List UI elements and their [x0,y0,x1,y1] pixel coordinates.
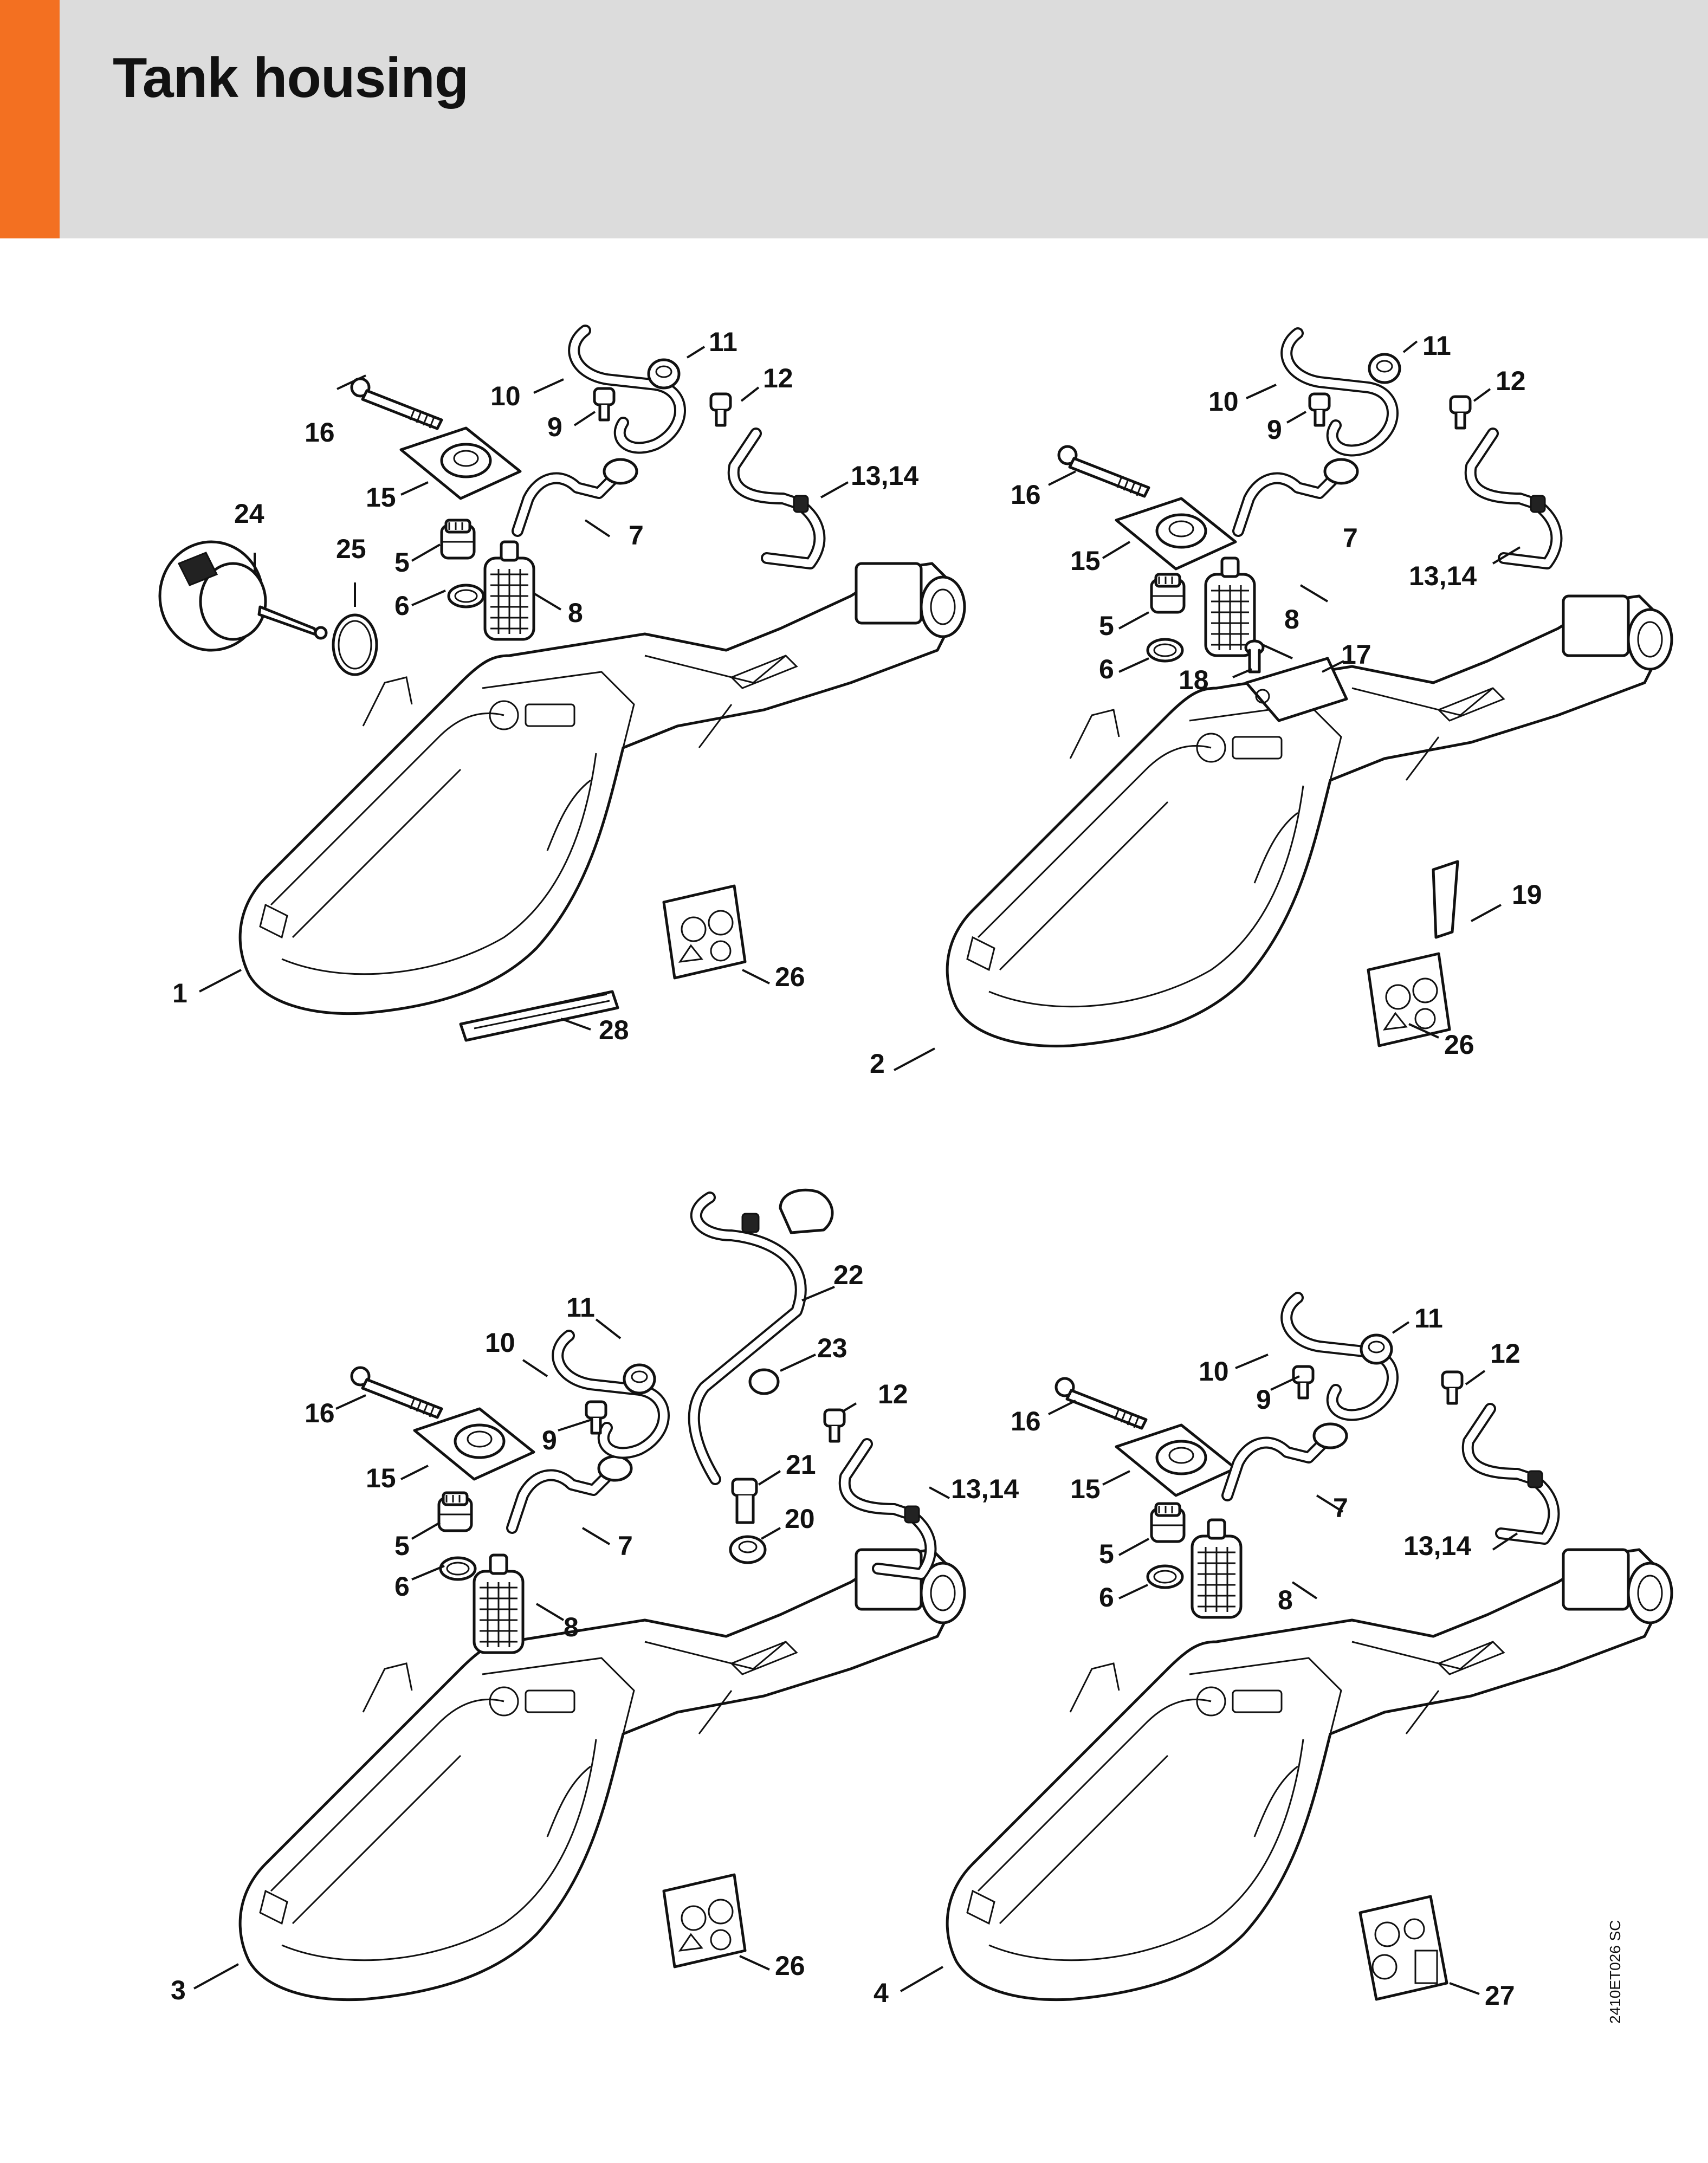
part-21 [731,1478,758,1524]
part-27 [1358,1895,1448,2001]
page-title: Tank housing [113,47,469,109]
label-12: 12 [1496,366,1526,396]
label-5: 5 [1099,1539,1114,1569]
label-12: 12 [1490,1338,1521,1369]
label-13-14: 13,14 [951,1474,1019,1504]
part-18 [1244,639,1265,673]
label-25: 25 [336,534,366,564]
label-6: 6 [1099,1582,1114,1612]
view-4: 4 5 6 7 8 9 10 11 12 13,14 15 16 27 [874,1298,1672,2011]
page-header [0,0,1708,238]
label-13-14: 13,14 [1403,1531,1471,1561]
label-11: 11 [566,1292,595,1323]
label-6: 6 [394,591,410,621]
label-28: 28 [599,1015,629,1045]
label-7: 7 [618,1531,633,1561]
label-6: 6 [394,1571,410,1602]
label-5: 5 [1099,611,1114,641]
label-9: 9 [1267,415,1282,445]
label-9: 9 [542,1425,557,1455]
label-17: 17 [1341,639,1371,670]
label-8: 8 [1278,1585,1293,1615]
label-27: 27 [1485,1980,1515,2011]
label-13-14: 13,14 [1409,561,1477,591]
label-16: 16 [1011,1406,1041,1436]
part-24 [158,540,328,652]
accent-bar [0,0,60,238]
part-25 [332,613,378,676]
view-1: 1 5 6 7 8 9 10 11 12 13,14 15 16 24 25 2… [158,327,965,1045]
label-4: 4 [874,1978,889,2008]
label-22: 22 [833,1260,864,1290]
label-8: 8 [564,1612,579,1642]
label-6: 6 [1099,654,1114,684]
label-9: 9 [1256,1384,1271,1415]
label-11: 11 [709,327,737,357]
label-16: 16 [305,1398,335,1428]
label-20: 20 [785,1504,815,1534]
label-5: 5 [394,547,410,578]
label-10: 10 [490,381,521,411]
label-5: 5 [394,1531,410,1561]
label-15: 15 [366,482,396,513]
label-10: 10 [1199,1356,1229,1387]
label-3: 3 [171,1975,186,2005]
label-16: 16 [305,417,335,448]
label-7: 7 [1333,1493,1348,1523]
label-26: 26 [775,962,805,992]
label-12: 12 [878,1379,908,1409]
label-7: 7 [1343,523,1358,553]
label-7: 7 [629,520,644,551]
label-8: 8 [568,598,583,628]
label-21: 21 [786,1449,816,1480]
label-13-14: 13,14 [851,461,918,491]
label-23: 23 [817,1333,847,1363]
label-26: 26 [1444,1029,1474,1060]
label-19: 19 [1512,879,1542,910]
label-16: 16 [1011,480,1041,510]
label-1: 1 [172,978,187,1008]
label-10: 10 [485,1327,515,1358]
part-17 [1245,657,1348,722]
label-24: 24 [234,498,264,529]
part-28 [459,990,619,1042]
label-9: 9 [547,412,562,442]
label-10: 10 [1208,386,1239,417]
label-2: 2 [870,1048,885,1079]
view-3: 3 5 6 7 8 9 10 11 12 13,14 15 16 20 21 2… [171,1188,1019,2005]
label-11: 11 [1414,1303,1443,1333]
label-11: 11 [1422,331,1451,361]
label-15: 15 [1070,1474,1101,1504]
label-18: 18 [1179,665,1209,695]
part-22 [688,1188,834,1485]
part-23 [748,1368,780,1395]
label-26: 26 [775,1951,805,1981]
part-20 [729,1535,767,1564]
drawing-code: 2410ET026 SC [1607,1920,1623,2024]
label-15: 15 [366,1463,396,1493]
part-19 [1432,860,1459,939]
label-15: 15 [1070,546,1101,576]
view-2: 2 5 6 7 8 9 10 11 12 13,14 15 16 17 18 1… [870,331,1672,1079]
label-12: 12 [763,363,793,393]
label-8: 8 [1284,604,1299,634]
